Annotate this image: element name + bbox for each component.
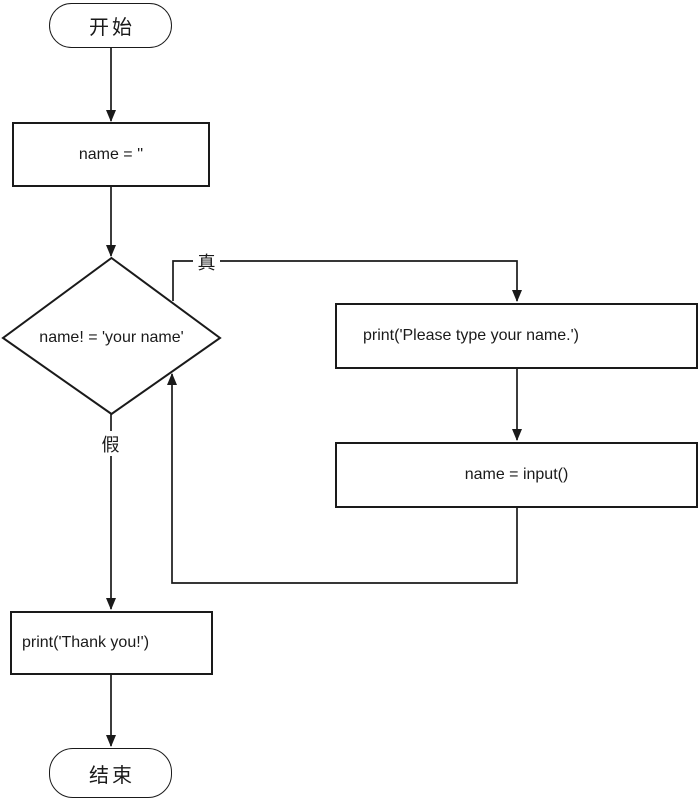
- edge-input-condition-loop: [167, 373, 518, 584]
- thanks-label: print('Thank you!'): [22, 634, 150, 651]
- end-label: 结束: [89, 764, 135, 787]
- init-label: name = '': [78, 145, 144, 163]
- true-branch-label: 真: [193, 249, 220, 274]
- node-end: 结束: [49, 748, 172, 798]
- condition-label: name! = 'your name': [39, 329, 184, 346]
- input-label: name = input(): [464, 466, 569, 483]
- edge-condition-prompt-true: [172, 260, 522, 302]
- start-label: 开始: [89, 17, 135, 39]
- false-branch-label: 假: [97, 431, 124, 456]
- node-print-thanks: print('Thank you!'): [10, 611, 213, 675]
- node-print-prompt: print('Please type your name.'): [335, 303, 698, 369]
- prompt-label: print('Please type your name.'): [363, 327, 579, 344]
- node-input: name = input(): [335, 442, 698, 508]
- decision-condition: name! = 'your name': [11, 322, 212, 354]
- node-init-name: name = '': [12, 122, 210, 187]
- node-start: 开始: [49, 3, 172, 48]
